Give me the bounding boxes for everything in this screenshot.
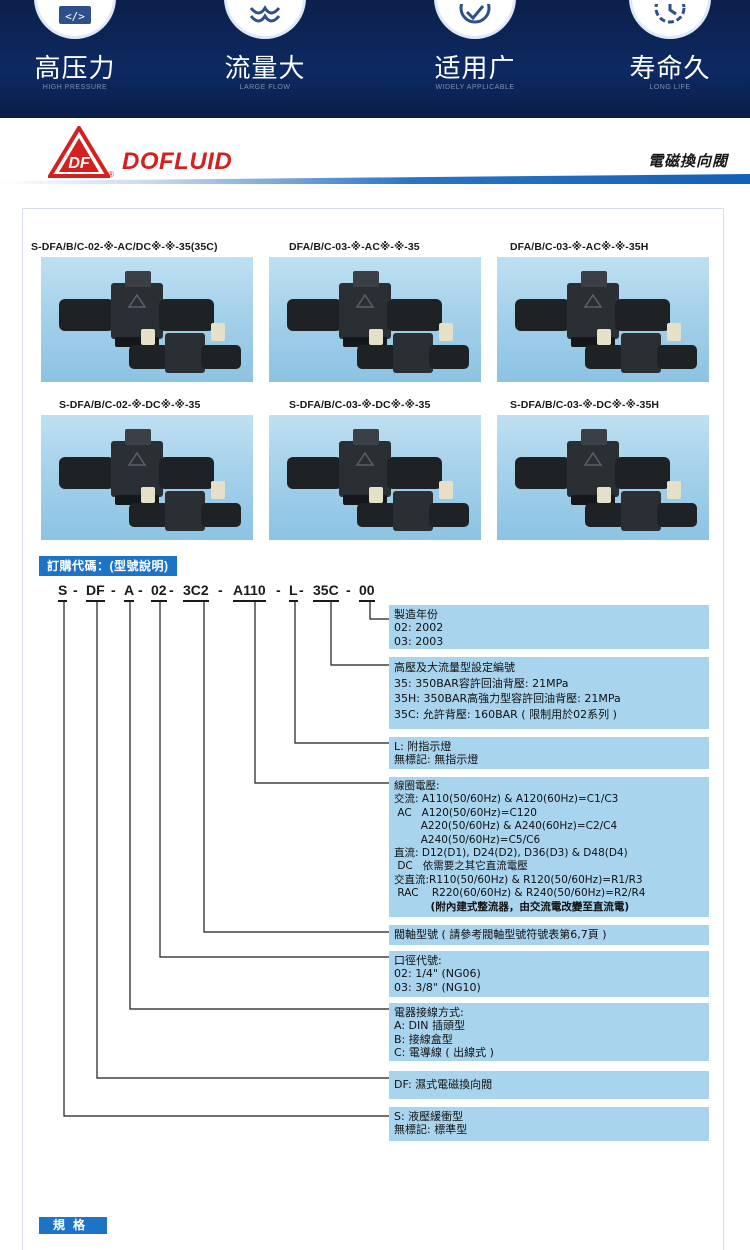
code-icon: </> xyxy=(37,0,113,36)
product-image xyxy=(497,415,709,540)
product-label: S-DFA/B/C-03-※-DC※-※-35 xyxy=(289,399,431,411)
flow-icon xyxy=(227,0,303,36)
product-label: DFA/B/C-03-※-AC※-※-35H xyxy=(510,241,649,253)
brand-header: DF ® DOFLUID 電磁換向閥 xyxy=(0,118,750,188)
code-separator: - xyxy=(276,582,281,598)
code-separator: - xyxy=(111,582,116,598)
code-separator: - xyxy=(169,582,174,598)
code-segment: A xyxy=(124,582,135,602)
code-separator: - xyxy=(138,582,143,598)
dofluid-logo-icon: DF xyxy=(46,124,112,183)
code-separator: - xyxy=(73,582,78,598)
code-desc-damping: S: 液壓緩衝型 無標記: 標準型 xyxy=(389,1107,709,1141)
svg-text:</>: </> xyxy=(65,10,85,23)
code-desc-year: 製造年份 02: 2002 03: 2003 xyxy=(389,605,709,649)
header-stripe xyxy=(0,174,750,184)
code-desc-pressure: 高壓及大流量型設定編號 35: 350BAR容許回油背壓: 21MPa 35H:… xyxy=(389,657,709,729)
registered-mark: ® xyxy=(108,170,114,179)
code-underline xyxy=(359,600,375,602)
product-label: S-DFA/B/C-02-※-AC/DC※-※-35(35C) xyxy=(31,241,218,253)
product-image xyxy=(41,415,253,540)
code-segment: S xyxy=(58,582,68,602)
code-underline xyxy=(183,600,209,602)
feature-subtitle: LARGE FLOW xyxy=(239,84,291,91)
code-desc-spool: 閥軸型號 ( 請參考閥軸型號符號表第6,7頁 ) xyxy=(389,925,709,945)
feature-title: 适用广 xyxy=(434,54,516,84)
product-label: S-DFA/B/C-02-※-DC※-※-35 xyxy=(59,399,201,411)
code-desc-indicator: L: 附指示燈 無標記: 無指示燈 xyxy=(389,737,709,769)
code-underline xyxy=(124,600,135,602)
code-segment: L xyxy=(289,582,298,602)
code-segment: 00 xyxy=(359,582,375,602)
feature-title: 高压力 xyxy=(34,54,116,84)
code-desc-wiring: 電器接線方式: A: DIN 插頭型 B: 接線盒型 C: 電導線 ( 出線式 … xyxy=(389,1003,709,1061)
code-underline xyxy=(289,600,298,602)
code-underline xyxy=(233,600,266,602)
spec-title: 規格 xyxy=(39,1217,107,1234)
feature-title: 流量大 xyxy=(224,54,306,84)
product-label: DFA/B/C-03-※-AC※-※-35 xyxy=(289,241,420,253)
product-image xyxy=(41,257,253,382)
product-image xyxy=(269,415,481,540)
product-image xyxy=(269,257,481,382)
target-icon xyxy=(437,0,513,36)
feature-subtitle: LONG LIFE xyxy=(649,84,691,91)
code-separator: - xyxy=(218,582,223,598)
code-segment: 35C xyxy=(313,582,339,602)
logo-mark-text: DF xyxy=(68,155,91,172)
code-separator: - xyxy=(299,582,304,598)
clock-icon xyxy=(632,0,708,36)
feature-subtitle: HIGH PRESSURE xyxy=(42,84,108,91)
code-underline xyxy=(86,600,105,602)
code-underline xyxy=(313,600,339,602)
code-segment: DF xyxy=(86,582,105,602)
content-panel: S-DFA/B/C-02-※-AC/DC※-※-35(35C) DFA/B/C-… xyxy=(22,208,724,1250)
code-segment: 02 xyxy=(151,582,167,602)
code-desc-voltage: 線圈電壓: 交流: A110(50/60Hz) & A120(60Hz)=C1/… xyxy=(389,777,709,917)
leader-lines xyxy=(63,602,389,1117)
product-image xyxy=(497,257,709,382)
order-code-title: 訂購代碼：(型號說明) xyxy=(39,556,177,576)
brand-name: DOFLUID xyxy=(122,148,233,175)
feature-banner: </> 高压力 HIGH PRESSURE 流量大 LARGE FLOW 适用广… xyxy=(0,0,750,118)
feature-subtitle: WIDELY APPLICABLE xyxy=(435,84,515,91)
page-title: 電磁換向閥 xyxy=(647,152,728,170)
code-desc-port-size: 口徑代號: 02: 1/4" (NG06) 03: 3/8" (NG10) xyxy=(389,951,709,997)
code-desc-type: DF: 濕式電磁換向閥 xyxy=(389,1071,709,1099)
code-separator: - xyxy=(346,582,351,598)
code-underline xyxy=(151,600,167,602)
code-underline xyxy=(58,600,68,602)
code-segment: A110 xyxy=(233,582,266,602)
code-segment: 3C2 xyxy=(183,582,209,602)
feature-title: 寿命久 xyxy=(629,54,711,84)
product-label: S-DFA/B/C-03-※-DC※-※-35H xyxy=(510,399,660,411)
